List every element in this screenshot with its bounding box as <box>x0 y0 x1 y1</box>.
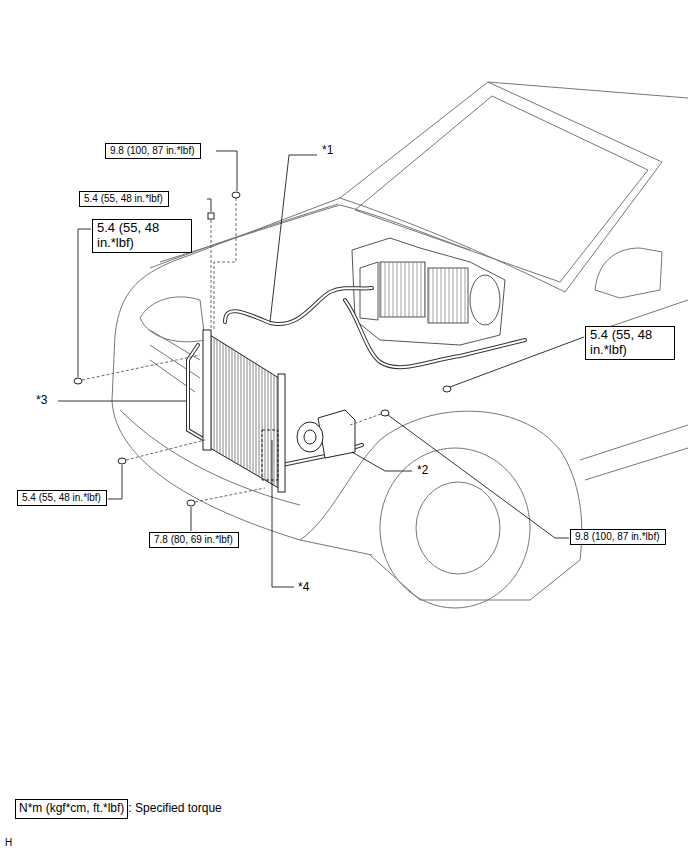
torque-value: 5.4 (55, 48 in.*lbf) <box>590 328 670 358</box>
hvac-unit <box>352 238 505 345</box>
torque-box: 5.4 (55, 48 in.*lbf) <box>17 490 107 506</box>
callout-number: *4 <box>297 580 310 594</box>
figure-code: H <box>4 837 13 848</box>
torque-box: 5.4 (55, 48 in.*lbf) <box>79 191 169 207</box>
legend-box: N*m (kgf*cm, ft.*lbf): Specified torque <box>15 799 222 819</box>
legend-text: : Specified torque <box>128 801 221 815</box>
car-body <box>112 82 688 608</box>
callout-number: *3 <box>35 393 48 407</box>
torque-box: 9.8 (100, 87 in.*lbf) <box>105 143 201 159</box>
torque-value: 5.4 (55, 48 in.*lbf) <box>84 193 164 205</box>
leader-lines <box>58 151 584 587</box>
bolts <box>74 192 451 506</box>
torque-value: 5.4 (55, 48 in.*lbf) <box>22 492 102 504</box>
unit-label: N*m (kgf*cm, ft.*lbf) <box>15 799 128 819</box>
torque-value: 5.4 (55, 48 in.*lbf) <box>97 221 187 251</box>
install-lines <box>82 198 381 502</box>
callout-number: *2 <box>416 463 429 477</box>
torque-value: 7.8 (80, 69 in.*lbf) <box>154 534 234 546</box>
torque-box: 7.8 (80, 69 in.*lbf) <box>149 532 239 548</box>
torque-box: 5.4 (55, 48 in.*lbf) <box>585 326 675 360</box>
callout-number: *1 <box>321 143 334 157</box>
torque-box: 5.4 (55, 48 in.*lbf) <box>92 219 192 253</box>
condenser <box>203 330 285 492</box>
torque-box: 9.8 (100, 87 in.*lbf) <box>570 529 666 545</box>
torque-value: 9.8 (100, 87 in.*lbf) <box>110 145 196 157</box>
torque-value: 9.8 (100, 87 in.*lbf) <box>575 531 661 543</box>
compressor <box>297 410 355 458</box>
